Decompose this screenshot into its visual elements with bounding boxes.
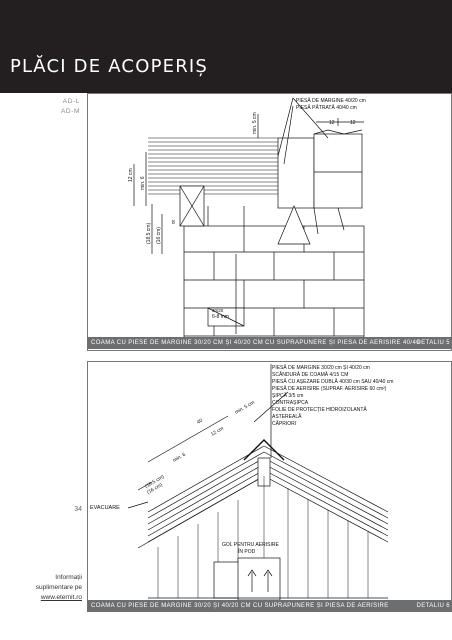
- label-min5: min. 5 cm: [234, 400, 256, 416]
- info-line-2: suplimentare pe: [35, 584, 82, 591]
- legend-1: SCÂNDURĂ DE COAMĂ 4/15 CM: [272, 371, 348, 378]
- label-12cm: 12 cm: [128, 168, 134, 182]
- label-8: 8: [172, 220, 175, 226]
- label-16cm: (16 cm): [156, 227, 162, 244]
- legend-7: ASTEREALĂ: [272, 413, 302, 420]
- label-piesa-margine: PIESĂ DE MARGINE 40/20 cm: [296, 97, 366, 104]
- info-link[interactable]: www.eternit.ro: [40, 594, 82, 601]
- info-line-1: Informații: [55, 574, 82, 581]
- header-bar: PLĂCI DE ACOPERIȘ: [0, 0, 452, 93]
- detail-6-caption-text: COAMA CU PIESE DE MARGINE 30/20 ȘI 40/20…: [91, 603, 389, 609]
- detail-5-svg: PIESĂ DE MARGINE 40/20 cm PIESĂ PĂTRATĂ …: [128, 97, 366, 339]
- code-ad-m: AD-M: [60, 108, 80, 115]
- legend-5: CONTRAȘIPCA: [272, 400, 309, 406]
- label-dim-12-left: 12: [329, 120, 335, 126]
- label-min5: min. 5 cm: [252, 112, 258, 134]
- label-dim-12: 12 cm: [210, 426, 225, 438]
- label-dim-40: 40: [196, 418, 204, 426]
- label-18cm: (18,5 cm): [146, 223, 152, 244]
- detail-6-tag: DETALIU 6: [416, 603, 450, 609]
- label-evacuare: EVACUARE: [90, 505, 120, 511]
- legend-2: PIESĂ CU AȘEZARE DUBLĂ 40/30 cm SAU 40/4…: [272, 378, 393, 385]
- info-box: Informații suplimentare pe www.eternit.r…: [20, 573, 82, 603]
- detail-5-drawing: PIESĂ DE MARGINE 40/20 cm PIESĂ PĂTRATĂ …: [87, 93, 452, 351]
- detail-6-drawing: PIESĂ DE MARGINE 30/20 cm ȘI 40/20 cm SC…: [87, 361, 452, 612]
- page-title: PLĂCI DE ACOPERIȘ: [10, 56, 209, 77]
- ridge-pieces: [277, 129, 363, 245]
- ridge-layers: [148, 137, 278, 195]
- detail-5-caption-text: COAMA CU PIESE DE MARGINE 30/20 CM ȘI 40…: [91, 340, 420, 346]
- detail5-labels: PIESĂ DE MARGINE 40/20 cm PIESĂ PĂTRATĂ …: [128, 97, 366, 320]
- right-slope: [263, 445, 389, 543]
- legend-3: PIESĂ DE AERISIRE (SUPRAF. AERISIRE 60 c…: [272, 385, 387, 392]
- label-min6: min. 6: [172, 452, 187, 464]
- legend-8: CĂPRIORI: [272, 420, 296, 427]
- page-number: 34: [74, 506, 82, 513]
- label-gol-2: ÎN POD: [237, 548, 256, 555]
- label-min6: min. 6: [140, 176, 146, 190]
- legend-6: FOLIE DE PROTECȚIE HIDROIZOLANTĂ: [272, 406, 367, 413]
- label-30-20: 30/20: [212, 308, 224, 313]
- detail-5-caption: COAMA CU PIESE DE MARGINE 30/20 CM ȘI 40…: [87, 337, 452, 349]
- detail-5-tag: DETALIU 5: [416, 340, 450, 346]
- label-piesa-patrata: PIESĂ PĂTRATĂ 40/40 cm: [296, 104, 357, 111]
- label-dim-12-right: 12: [350, 120, 356, 126]
- rafters: [157, 476, 369, 598]
- side-codes: AD-L AD-M: [40, 97, 80, 117]
- label-gol-1: GOL PENTRU AERISIRE: [222, 542, 279, 548]
- legend-0: PIESĂ DE MARGINE 30/20 cm ȘI 40/20 cm: [272, 364, 370, 371]
- legend-4: ȘIPCĂ 3/5 cm: [272, 392, 303, 399]
- label-6-8mm: 6-8 mm: [212, 314, 229, 320]
- detail-6-caption: COAMA CU PIESE DE MARGINE 30/20 ȘI 40/20…: [87, 600, 452, 612]
- detail-6-svg: PIESĂ DE MARGINE 30/20 cm ȘI 40/20 cm SC…: [90, 364, 393, 601]
- left-slope: [137, 445, 265, 549]
- code-ad-l: AD-L: [62, 98, 80, 105]
